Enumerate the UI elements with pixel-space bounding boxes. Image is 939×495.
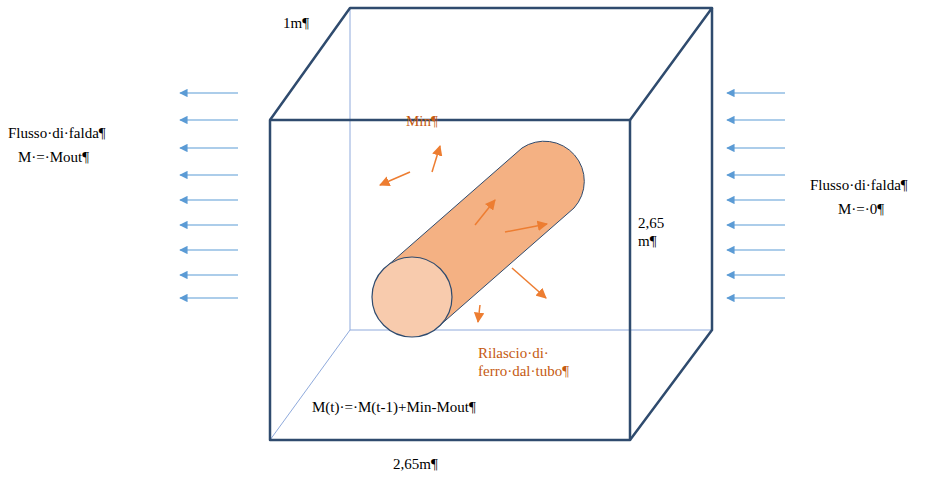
mass-label: M·=·Mout¶	[18, 148, 89, 166]
flow-arrow	[180, 224, 238, 225]
groundwater-flow-arrows	[180, 93, 785, 298]
flow-arrow	[180, 174, 238, 175]
iron-release-arrows	[380, 146, 547, 322]
flow-arrow	[727, 249, 785, 250]
flow-arrow	[180, 274, 238, 275]
cube-hidden-edges	[270, 8, 712, 440]
flow-arrow	[727, 147, 785, 148]
dimension-label: 2,65 m¶	[638, 214, 682, 250]
flow-arrow	[727, 224, 785, 225]
flow-arrow	[727, 297, 785, 298]
flow-arrow	[727, 119, 785, 120]
flow-arrow	[727, 174, 785, 175]
mass-balance-equation: M(t)·=·M(t-1)+Min-Mout¶	[312, 398, 476, 416]
flow-arrow	[727, 199, 785, 200]
flow-label: Flusso·di·falda¶	[8, 124, 106, 142]
mass-label: M·=·0¶	[838, 200, 884, 218]
flow-arrow	[180, 119, 238, 120]
release-label: Rilascio·di· ferro·dal·tubo¶	[478, 344, 628, 380]
flow-arrow	[180, 249, 238, 250]
flow-label: Flusso·di·falda¶	[810, 176, 908, 194]
flow-arrow	[727, 274, 785, 275]
flow-arrow	[180, 199, 238, 200]
dimension-label: 2,65m¶	[393, 455, 438, 473]
flow-arrow	[727, 92, 785, 93]
flow-arrow	[180, 147, 238, 148]
dimension-label: 1m¶	[283, 14, 309, 32]
flow-arrow	[180, 92, 238, 93]
pipe-cylinder	[372, 141, 584, 337]
cube-outline	[270, 8, 712, 440]
mass-in-label: Min¶	[406, 112, 438, 130]
flow-arrow	[180, 297, 238, 298]
